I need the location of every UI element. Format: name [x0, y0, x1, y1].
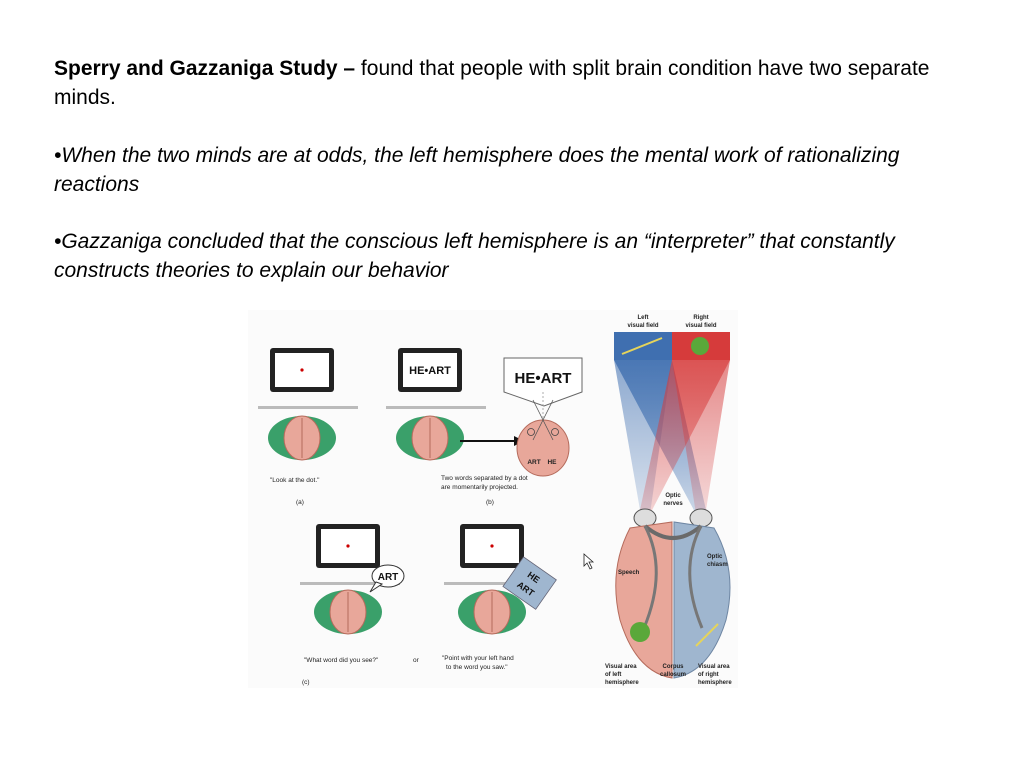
left-field-beam-to-left-eye — [614, 360, 672, 514]
apple-icon — [691, 337, 709, 355]
fixation-dot-c1 — [346, 544, 350, 548]
panel-b: HE•ART HE•ART ART HE Two words separated… — [386, 348, 583, 506]
inset-path-2 — [532, 399, 554, 441]
right-eye — [689, 508, 713, 528]
optic-nerves-label-2: nerves — [663, 501, 683, 507]
inset-eye-left — [527, 428, 535, 436]
inset-frame — [503, 357, 583, 407]
pencil-icon — [621, 337, 663, 355]
caption-b-line1: Two words separated by a dot — [441, 475, 528, 482]
pencil-in-right-hemisphere-icon — [695, 623, 719, 647]
optic-chiasm-label-2: chiasm — [707, 562, 728, 568]
heading-rest: found that people with split brain condi… — [54, 57, 930, 109]
caption-c2-line2: to the word you saw." — [446, 664, 508, 671]
caption-or: or — [413, 657, 420, 664]
move-cursor-icon — [583, 553, 595, 570]
optic-chiasm-label-1: Optic — [707, 554, 723, 560]
fixation-dot-c2 — [490, 544, 494, 548]
speech-bubble-tail — [369, 581, 384, 593]
heading-bold: Sperry and Gazzaniga Study – — [54, 57, 356, 80]
heading-paragraph: Sperry and Gazzaniga Study – found that … — [54, 54, 984, 112]
inset-eye-right — [551, 428, 559, 436]
left-field-label-1: Left — [638, 315, 649, 321]
visual-pathway-diagram: Left visual field Right visual field Opt… — [605, 315, 732, 686]
right-field-beam-to-right-eye — [672, 360, 730, 514]
visual-right-label-2: of right — [698, 672, 719, 678]
right-hemisphere — [673, 521, 731, 679]
big-word: HE•ART — [515, 370, 572, 387]
bullet-interpreter: •Gazzaniga concluded that the conscious … — [54, 230, 895, 282]
optic-nerves-label-1: Optic — [665, 493, 681, 499]
word-card: HE ART — [502, 556, 557, 610]
brain-word-left: ART — [527, 459, 540, 466]
table-edge-c1 — [300, 582, 400, 585]
left-hemisphere — [615, 521, 673, 679]
label-b: (b) — [486, 499, 494, 506]
caption-look-at-dot: "Look at the dot." — [270, 477, 320, 484]
table-edge-b — [386, 406, 486, 409]
inset-brain — [516, 419, 570, 477]
speech-word: ART — [378, 572, 399, 583]
visual-left-label-2: of left — [605, 672, 621, 678]
word-card-body — [502, 556, 557, 610]
split-brain-figure: "Look at the dot." (a) HE•ART HE•ART ART… — [248, 310, 738, 688]
visual-right-label-3: hemisphere — [698, 680, 732, 686]
corpus-label-2: callosum — [660, 672, 686, 678]
caption-what-word: "What word did you see?" — [304, 657, 379, 664]
panel-c: ART "What word did you see?" or (c) HE A… — [300, 524, 557, 686]
bullet-rationalizing: •When the two minds are at odds, the lef… — [54, 144, 900, 196]
left-field-label-2: visual field — [627, 323, 658, 329]
brain-word-right: HE — [547, 459, 557, 466]
panel-a: "Look at the dot." (a) — [258, 348, 358, 506]
label-c: (c) — [302, 679, 310, 686]
optic-tract-right — [688, 525, 704, 629]
fixation-dot-a — [300, 368, 304, 372]
table-edge-c2 — [444, 582, 544, 585]
visual-left-label-3: hemisphere — [605, 680, 639, 686]
optic-tract-left — [642, 525, 658, 629]
table-edge-a — [258, 406, 358, 409]
apple-in-left-hemisphere-icon — [630, 622, 650, 642]
visual-left-label-1: Visual area — [605, 664, 637, 670]
right-field-label-1: Right — [693, 315, 708, 321]
visual-right-label-1: Visual area — [698, 664, 730, 670]
screen-word-b: HE•ART — [409, 365, 451, 377]
caption-c2-line1: "Point with your left hand — [442, 655, 514, 662]
speech-area-label: Speech — [618, 570, 640, 576]
optic-nerve-crossing — [643, 524, 703, 540]
move-cursor-arrow — [583, 553, 595, 570]
right-field-label-2: visual field — [685, 323, 716, 329]
label-a: (a) — [296, 499, 304, 506]
caption-b-line2: are momentarily projected. — [441, 484, 518, 491]
corpus-label-1: Corpus — [663, 664, 685, 670]
monitor-b-screen — [403, 353, 457, 387]
split-brain-illustration: "Look at the dot." (a) HE•ART HE•ART ART… — [258, 315, 732, 686]
speech-bubble — [371, 564, 405, 588]
